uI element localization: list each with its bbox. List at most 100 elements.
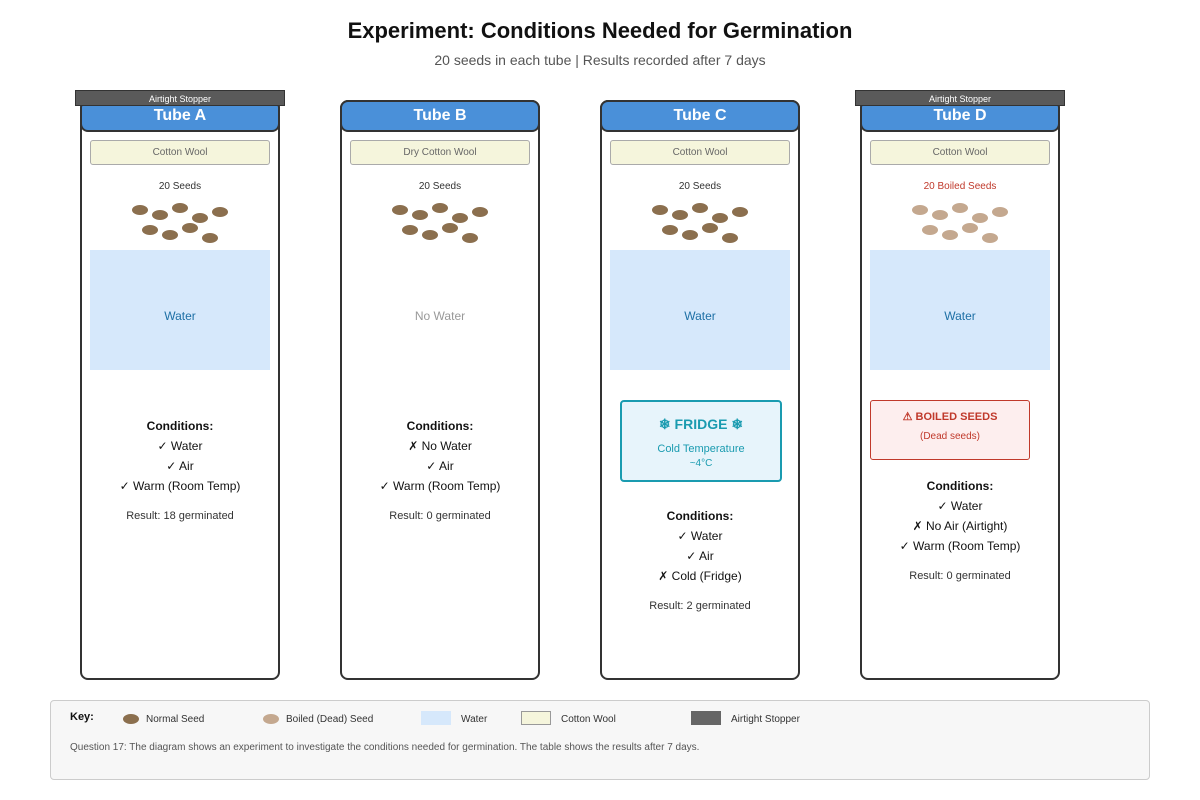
key-normal-seed-label: Normal Seed [146,714,205,725]
normal-seed [692,203,708,213]
cotton-wool: Cotton Wool [610,140,790,165]
condition-air: ✗ No Air (Airtight) [912,519,1008,533]
result-text: Result: 18 germinated [126,510,234,522]
no-water-label: No Water [414,309,466,323]
tube-b-title: Tube B [340,100,540,132]
condition-water: ✓ Water [157,439,203,453]
boiled-seed [952,203,968,213]
condition-air: ✓ Air [686,549,714,563]
conditions-title: Conditions: [406,419,474,433]
water-swatch [421,711,451,725]
boiled-seed [942,230,958,240]
condition-air: ✓ Air [166,459,194,473]
tube-body [340,100,540,680]
normal-seed [672,210,688,220]
result-text: Result: 0 germinated [389,510,491,522]
conditions-list: Conditions: ✓ Water ✓ Air ✗ Cold (Fridge… [600,506,800,586]
seed-group [392,203,488,243]
normal-seed-swatch [123,714,139,724]
water-layer: Water [610,250,790,370]
boiled-seed-swatch [263,714,279,724]
normal-seed [412,210,428,220]
tube-body [600,100,800,680]
tube-body [80,100,280,680]
key-panel: Key: Normal Seed Boiled (Dead) Seed Wate… [50,700,1150,780]
tube-c: Tube C Cotton Wool 20 Seeds Water ❄ FRID… [600,100,800,680]
fridge-subtitle: Cold Temperature [657,443,745,455]
seed-label: 20 Seeds [158,181,202,192]
boiled-seed [912,205,928,215]
seed-group [652,203,748,243]
tube-body [860,100,1060,680]
boiled-seed [962,223,978,233]
boiled-seeds-warning: ⚠ BOILED SEEDS (Dead seeds) [870,400,1030,460]
key-water-label: Water [461,714,488,725]
boiled-warning-title: ⚠ BOILED SEEDS [902,411,998,423]
fridge-temperature: ~4°C [689,458,713,469]
normal-seed [132,205,148,215]
dry-cotton-wool: Dry Cotton Wool [350,140,530,165]
boiled-seed [972,213,988,223]
normal-seed [462,233,478,243]
normal-seed [172,203,188,213]
normal-seed [712,213,728,223]
boiled-seed-label: 20 Boiled Seeds [923,181,997,192]
tube-b: Tube B Dry Cotton Wool 20 Seeds No Water… [340,100,540,680]
key-boiled-seed-label: Boiled (Dead) Seed [286,714,374,725]
normal-seed [702,223,718,233]
conditions-list: Conditions: ✓ Water ✗ No Air (Airtight) … [860,476,1060,556]
normal-seed [402,225,418,235]
seed-label: 20 Seeds [678,181,722,192]
result-text: Result: 0 germinated [909,570,1011,582]
fridge-box: ❄ FRIDGE ❄ Cold Temperature ~4°C [620,400,782,482]
seed-label: 20 Seeds [418,181,462,192]
normal-seed [202,233,218,243]
key-cotton-wool-label: Cotton Wool [561,714,616,725]
boiled-seed [982,233,998,243]
normal-seed [182,223,198,233]
key-title: Key: [70,711,94,723]
boiled-warning-subtitle: (Dead seeds) [919,431,981,442]
condition-temperature: ✓ Warm (Room Temp) [899,539,1021,553]
normal-seed [162,230,178,240]
condition-water: ✓ Water [937,499,983,513]
boiled-seed [922,225,938,235]
normal-seed [212,207,228,217]
seed-group [912,203,1008,243]
stopper-swatch [691,711,721,725]
normal-seed [732,207,748,217]
conditions-title: Conditions: [146,419,214,433]
condition-temperature: ✓ Warm (Room Temp) [379,479,501,493]
normal-seed [422,230,438,240]
boiled-seed [992,207,1008,217]
conditions-title: Conditions: [926,479,994,493]
condition-air: ✓ Air [426,459,454,473]
cotton-wool: Cotton Wool [870,140,1050,165]
fridge-title: ❄ FRIDGE ❄ [658,416,744,432]
seed-group [132,203,228,243]
result-text: Result: 2 germinated [649,600,751,612]
conditions-list: Conditions: ✗ No Water ✓ Air ✓ Warm (Roo… [340,416,540,496]
normal-seed [392,205,408,215]
normal-seed [442,223,458,233]
diagram-subtitle: 20 seeds in each tube | Results recorded… [434,52,766,68]
condition-water: ✗ No Water [408,439,472,453]
normal-seed [682,230,698,240]
normal-seed [192,213,208,223]
condition-temperature: ✓ Warm (Room Temp) [119,479,241,493]
condition-water: ✓ Water [677,529,723,543]
conditions-list: Conditions: ✓ Water ✓ Air ✓ Warm (Room T… [80,416,280,496]
question-text: Question 17: The diagram shows an experi… [70,742,700,753]
cotton-wool-swatch [521,711,551,725]
normal-seed [472,207,488,217]
normal-seed [662,225,678,235]
diagram-title: Experiment: Conditions Needed for Germin… [347,18,853,43]
normal-seed [152,210,168,220]
tube-c-title: Tube C [600,100,800,132]
water-layer: Water [90,250,270,370]
water-layer: Water [870,250,1050,370]
tube-d: Tube D Airtight Stopper Cotton Wool 20 B… [855,90,1065,680]
airtight-stopper: Airtight Stopper [75,90,285,106]
normal-seed [432,203,448,213]
airtight-stopper: Airtight Stopper [855,90,1065,106]
